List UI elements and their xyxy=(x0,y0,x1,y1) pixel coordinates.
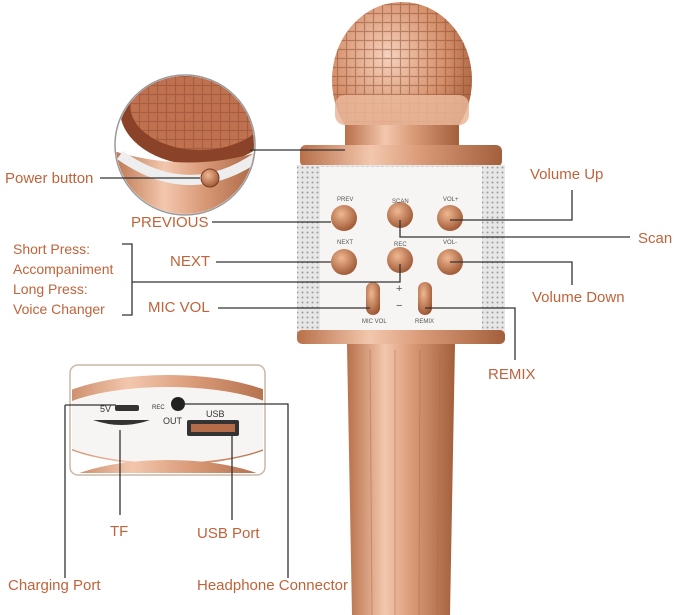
power-button-inset xyxy=(114,74,256,216)
plus-marking: + xyxy=(396,283,403,295)
label-voice-changer: Voice Changer xyxy=(13,301,105,317)
out-marking: OUT xyxy=(163,416,182,426)
collar-ring xyxy=(300,145,502,167)
prev-marking: PREV xyxy=(337,197,354,203)
label-accompaniment: Accompaniment xyxy=(13,261,114,277)
label-headphone-connector: Headphone Connector xyxy=(197,577,348,594)
vol-down-marking: VOL- xyxy=(443,240,458,246)
rec-port-marking: REC xyxy=(152,405,165,411)
label-power-button: Power button xyxy=(5,170,94,187)
label-long-press: Long Press: xyxy=(13,281,88,297)
usb-marking: USB xyxy=(206,409,225,419)
label-scan: Scan xyxy=(638,230,673,247)
leader-lines xyxy=(64,149,630,578)
minus-marking: − xyxy=(396,300,403,312)
label-charging-port: Charging Port xyxy=(8,577,101,594)
label-previous: PREVIOUS xyxy=(131,214,209,231)
label-short-press: Short Press: xyxy=(13,241,91,257)
label-next: NEXT xyxy=(170,253,211,270)
5v-marking: 5V xyxy=(100,404,112,414)
rec-marking: REC xyxy=(394,242,407,248)
label-volume-up: Volume Up xyxy=(530,166,604,183)
microphone-handle xyxy=(347,344,455,615)
label-volume-down: Volume Down xyxy=(532,289,625,306)
mic-vol-marking: MIC VOL xyxy=(362,319,387,325)
vol-up-marking: VOL+ xyxy=(443,197,459,203)
label-mic-vol: MIC VOL xyxy=(148,299,210,316)
microphone-head xyxy=(332,2,472,158)
next-marking: NEXT xyxy=(337,240,354,246)
remix-marking: REMIX xyxy=(415,319,435,325)
scan-marking: SCAN xyxy=(392,199,409,205)
label-remix: REMIX xyxy=(488,366,536,383)
ports-inset xyxy=(69,364,266,476)
label-usb-port: USB Port xyxy=(197,525,260,542)
label-tf: TF xyxy=(110,523,129,540)
